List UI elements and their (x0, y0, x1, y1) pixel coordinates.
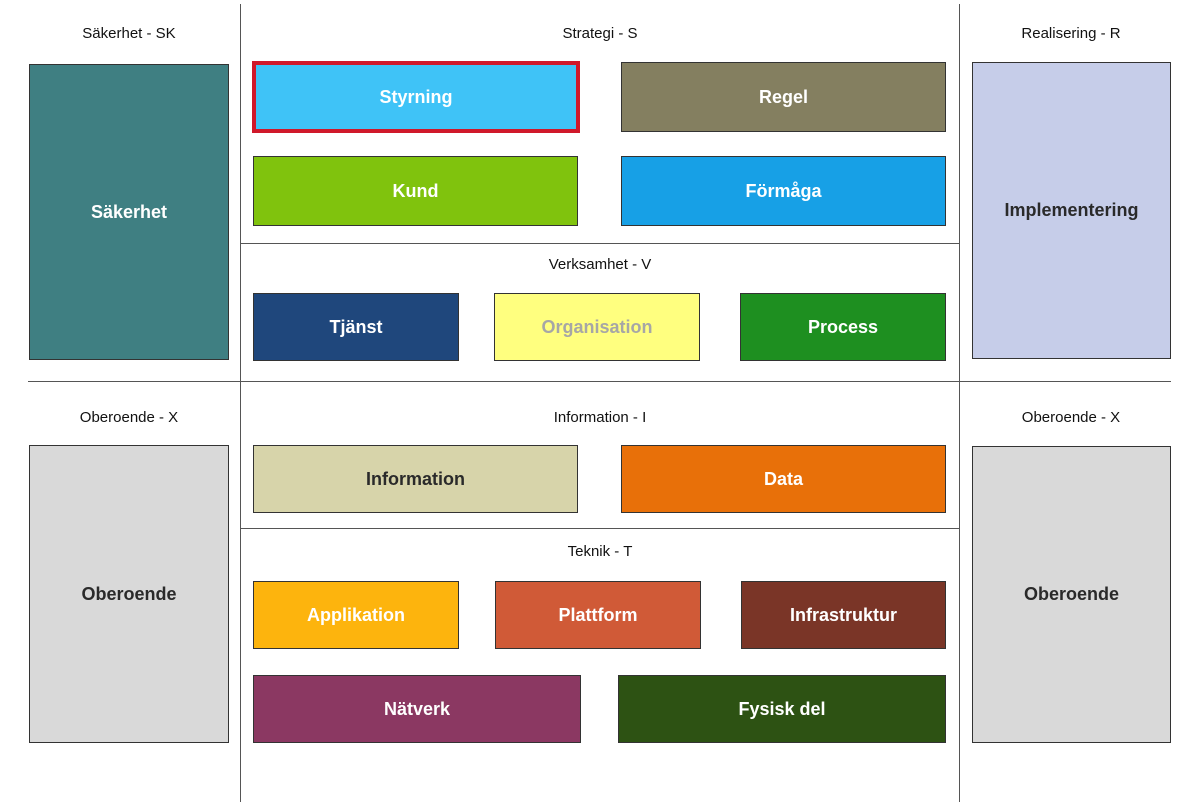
divider-horizontal-main (28, 381, 1171, 382)
heading-oberoende-x-left: Oberoende - X (79, 409, 179, 426)
box-regel[interactable]: Regel (621, 62, 946, 132)
divider-strategi-verksamhet (240, 243, 960, 244)
box-tjanst[interactable]: Tjänst (253, 293, 459, 361)
heading-strategi-s: Strategi - S (562, 25, 638, 42)
heading-teknik-t: Teknik - T (567, 543, 633, 560)
box-formaga[interactable]: Förmåga (621, 156, 946, 226)
box-infrastruktur[interactable]: Infrastruktur (741, 581, 946, 649)
divider-information-teknik (240, 528, 960, 529)
heading-realisering-r: Realisering - R (1021, 25, 1121, 42)
heading-verksamhet-v: Verksamhet - V (548, 256, 652, 273)
box-plattform[interactable]: Plattform (495, 581, 701, 649)
box-styrning[interactable]: Styrning (252, 61, 580, 133)
box-organisation[interactable]: Organisation (494, 293, 700, 361)
box-information[interactable]: Information (253, 445, 578, 513)
heading-oberoende-x-right: Oberoende - X (1021, 409, 1121, 426)
divider-vertical-right (959, 4, 960, 802)
box-fysisk-del[interactable]: Fysisk del (618, 675, 946, 743)
box-natverk[interactable]: Nätverk (253, 675, 581, 743)
heading-information-i: Information - I (553, 409, 647, 426)
box-data[interactable]: Data (621, 445, 946, 513)
heading-sakerhet-sk: Säkerhet - SK (82, 25, 176, 42)
box-sakerhet[interactable]: Säkerhet (29, 64, 229, 360)
box-kund[interactable]: Kund (253, 156, 578, 226)
divider-vertical-left (240, 4, 241, 802)
box-oberoende-right[interactable]: Oberoende (972, 446, 1171, 743)
box-oberoende-left[interactable]: Oberoende (29, 445, 229, 743)
box-process[interactable]: Process (740, 293, 946, 361)
box-applikation[interactable]: Applikation (253, 581, 459, 649)
box-implementering[interactable]: Implementering (972, 62, 1171, 359)
